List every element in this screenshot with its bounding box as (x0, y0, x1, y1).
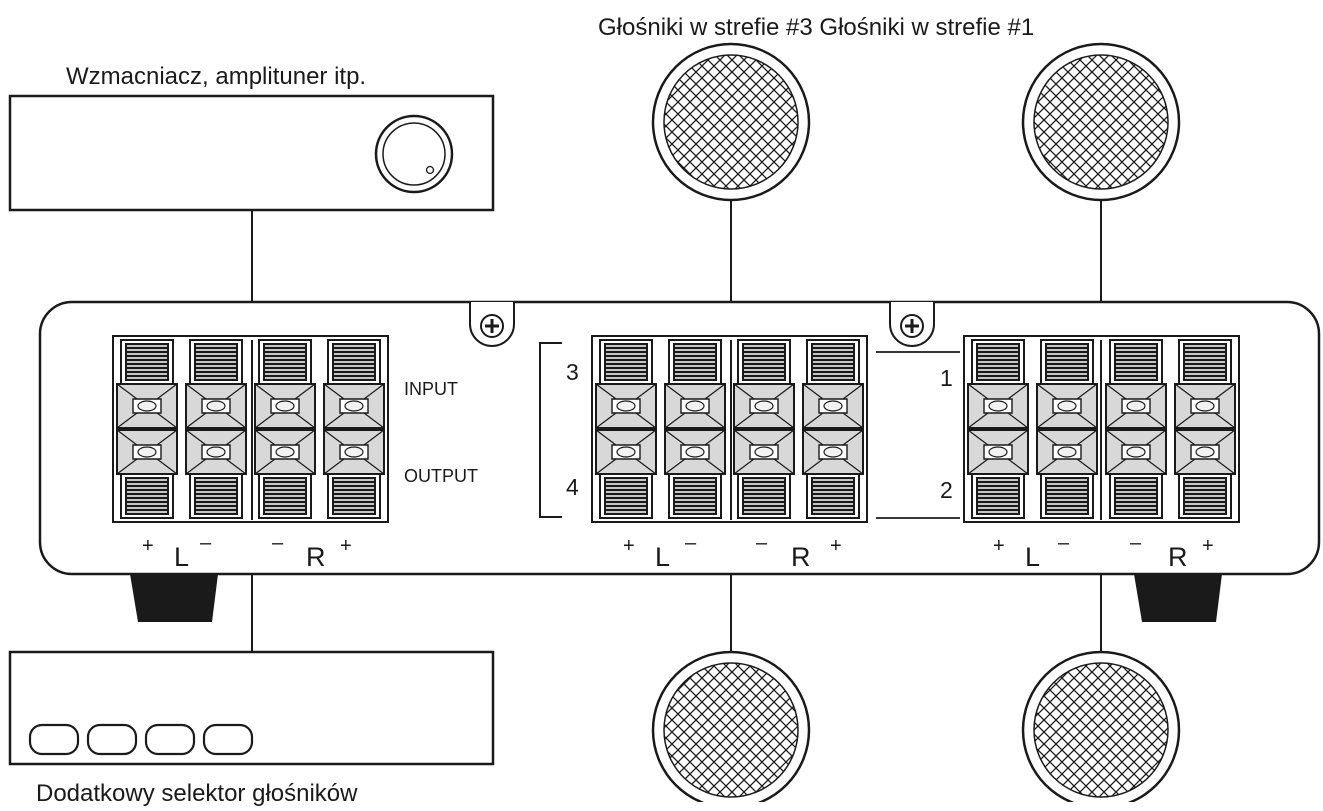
selector-button-1-icon (28, 723, 80, 756)
terminal-2 (185, 339, 247, 519)
terminal-2 (664, 339, 726, 519)
output-label: OUTPUT (404, 466, 478, 486)
svg-text:+: + (623, 535, 635, 557)
svg-text:R: R (306, 542, 326, 572)
terminal-3 (733, 339, 795, 519)
zone-1-label: 1 (940, 365, 953, 391)
wires-front (251, 340, 1102, 520)
svg-text:–: – (1058, 532, 1070, 554)
svg-text:L: L (655, 542, 670, 572)
selector-button-2-icon (86, 723, 138, 756)
terminal-2 (1036, 339, 1098, 519)
terminal-1 (967, 339, 1029, 519)
terminal-bank-zone-3-4 (591, 335, 868, 523)
svg-text:L: L (1025, 542, 1040, 572)
amplifier-label: Wzmacniacz, amplituner itp. (66, 63, 366, 90)
amplifier-unit (8, 94, 495, 212)
terminal-4 (1174, 339, 1236, 519)
svg-text:+: + (142, 535, 154, 557)
zone-bracket-3-4 (539, 342, 562, 518)
polarity-labels-amp: + L – – R + (142, 532, 352, 572)
svg-text:–: – (685, 532, 697, 554)
mounting-screw-right (889, 302, 935, 347)
speaker-zone-3-icon (651, 42, 811, 202)
terminal-3 (254, 339, 316, 519)
svg-text:–: – (756, 532, 768, 554)
zone-3-label: 3 (566, 359, 579, 385)
terminal-4 (802, 339, 864, 519)
selector-button-3-icon (144, 723, 196, 756)
selector-label: Dodatkowy selektor głośników (36, 780, 358, 806)
svg-text:–: – (272, 532, 284, 554)
input-label: INPUT (404, 379, 458, 399)
left-foot (130, 574, 218, 622)
terminal-1 (116, 339, 178, 519)
volume-knob-icon (374, 114, 454, 194)
terminal-bank-amp (112, 335, 389, 523)
svg-text:+: + (993, 535, 1005, 557)
speaker-zone-4-icon (651, 650, 811, 802)
polarity-labels-zone-1-2: + L – – R + (993, 532, 1214, 572)
right-foot (1134, 574, 1222, 622)
speaker-zone-1-icon (1021, 42, 1181, 202)
mounting-screw-left (469, 302, 515, 347)
svg-text:+: + (830, 535, 842, 557)
svg-text:–: – (200, 532, 212, 554)
svg-text:–: – (1130, 532, 1142, 554)
polarity-labels-zone-3-4: + L – – R + (623, 532, 842, 572)
terminal-1 (595, 339, 657, 519)
speakers-top-label: Głośniki w strefie #3 Głośniki w strefie… (598, 14, 1034, 41)
zone-4-label: 4 (566, 474, 579, 500)
svg-text:+: + (1202, 535, 1214, 557)
zone-2-label: 2 (940, 477, 953, 503)
svg-text:R: R (791, 542, 811, 572)
additional-selector-unit (8, 650, 495, 766)
speaker-zone-2-icon (1021, 650, 1181, 802)
svg-text:+: + (340, 535, 352, 557)
svg-text:L: L (174, 542, 189, 572)
terminal-3 (1105, 339, 1167, 519)
terminal-4 (323, 339, 385, 519)
selector-button-4-icon (202, 723, 254, 756)
svg-text:R: R (1168, 542, 1188, 572)
